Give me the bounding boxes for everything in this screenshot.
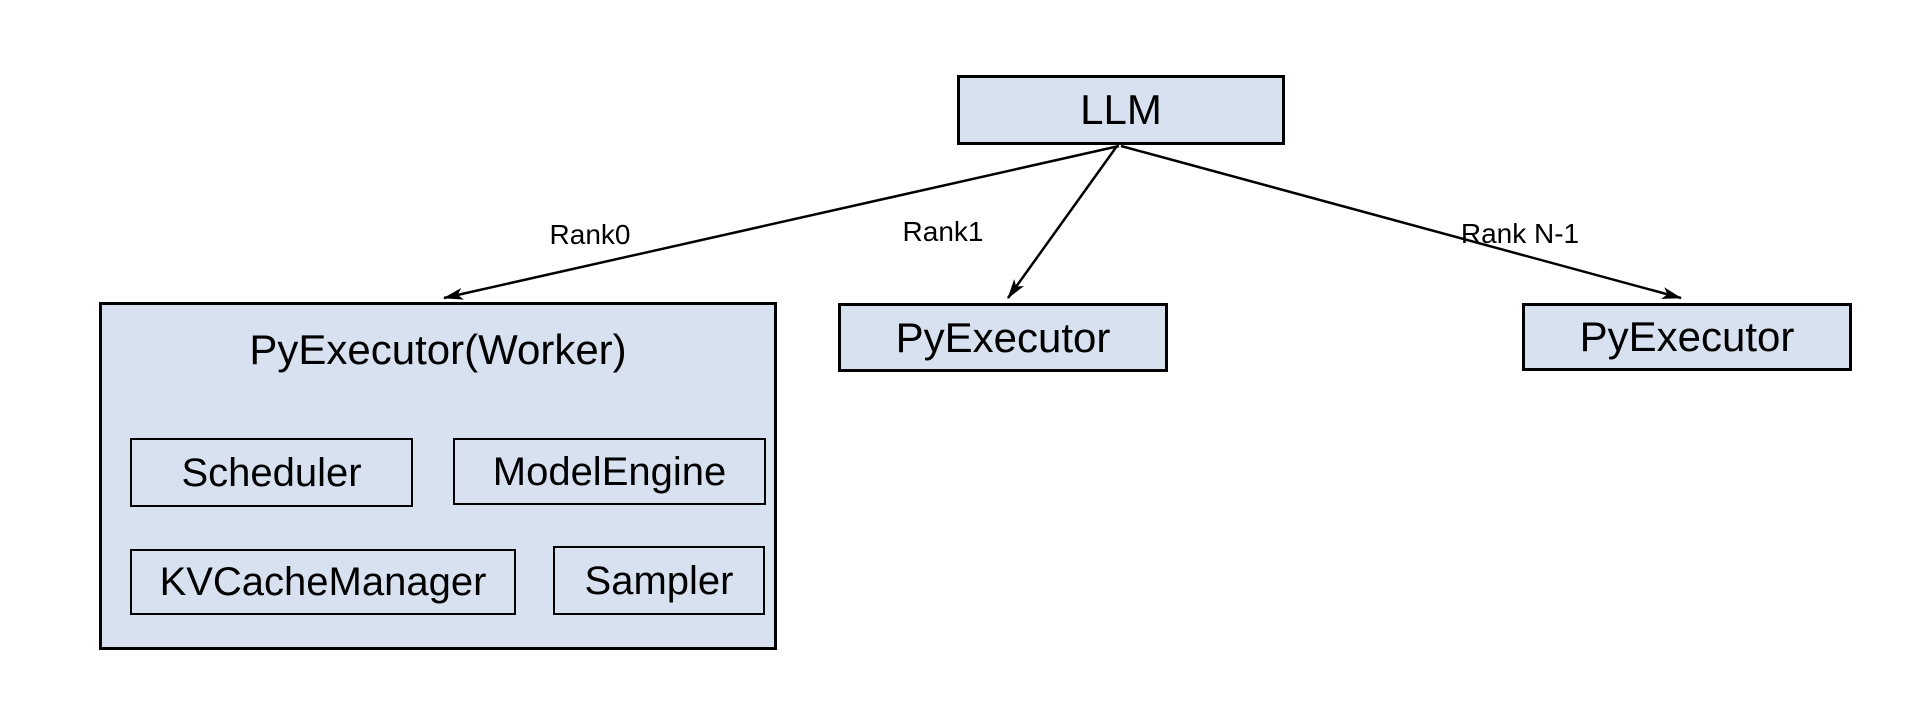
node-sampler: Sampler — [553, 546, 765, 615]
node-scheduler-label: Scheduler — [181, 450, 362, 495]
node-modelengine: ModelEngine — [453, 438, 766, 505]
node-pyexecutor-worker-label: PyExecutor(Worker) — [249, 326, 627, 373]
node-scheduler: Scheduler — [130, 438, 413, 507]
arrow-rank-n-1-line — [1120, 144, 1682, 300]
edge-label-rank1: Rank1 — [902, 216, 984, 247]
node-kvcachemanager: KVCacheManager — [130, 549, 516, 615]
arrow-rank1-line — [1006, 145, 1119, 299]
edge-label-rank0: Rank0 — [549, 219, 631, 250]
edge-label-rank-n-1: Rank N-1 — [1460, 218, 1580, 249]
node-llm: LLM — [957, 75, 1285, 145]
node-pyexecutor-rank1: PyExecutor — [838, 303, 1168, 372]
node-pyexecutor-worker: PyExecutor(Worker) Scheduler ModelEngine… — [99, 302, 777, 650]
node-pyexecutor-rank1-label: PyExecutor — [895, 313, 1111, 361]
node-pyexecutor-rank-n-1: PyExecutor — [1522, 303, 1852, 371]
node-llm-label: LLM — [1080, 86, 1162, 133]
node-kvcachemanager-label: KVCacheManager — [159, 560, 487, 604]
node-modelengine-label: ModelEngine — [492, 449, 727, 494]
arrow-rank0-line — [443, 144, 1120, 300]
node-pyexecutor-rank-n-1-label: PyExecutor — [1579, 313, 1795, 360]
node-sampler-label: Sampler — [584, 558, 734, 603]
